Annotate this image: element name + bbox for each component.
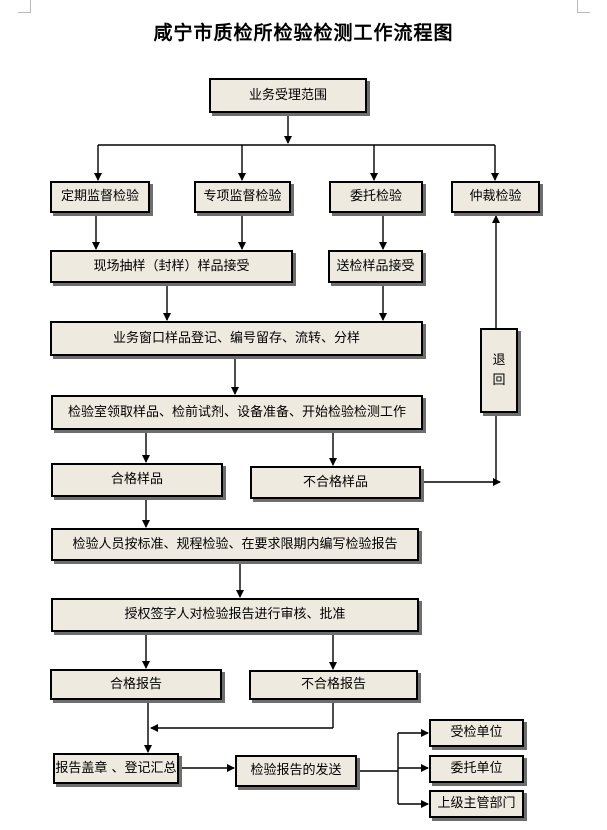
- page-corner-top-left: [18, 0, 31, 13]
- node-stamp-register: 报告盖章 、登记汇总: [53, 753, 179, 784]
- node-recipient-supervisor: 上级主管部门: [429, 790, 524, 818]
- node-scope: 业务受理范围: [209, 78, 367, 113]
- node-sample-registration: 业务窗口样品登记、编号留存、流转、分样: [50, 321, 423, 356]
- node-return: 退回: [480, 328, 518, 413]
- node-report-review: 授权签字人对检验报告进行审核、批准: [51, 598, 419, 632]
- node-arbitration-inspection: 仲裁检验: [451, 181, 540, 213]
- node-special-inspection: 专项监督检验: [194, 181, 291, 213]
- page-corner-top-right: [577, 0, 590, 13]
- node-lab-preparation: 检验室领取样品、检前试剂、设备准备、开始检验检测工作: [51, 395, 423, 430]
- node-report-dispatch: 检验报告的发送: [235, 755, 357, 787]
- node-periodic-inspection: 定期监督检验: [50, 181, 150, 213]
- diagram-title: 咸宁市质检所检验检测工作流程图: [153, 22, 454, 44]
- node-unqualified-report: 不合格报告: [249, 670, 418, 700]
- return-char-1: 退: [492, 352, 506, 368]
- node-onsite-sampling: 现场抽样（封样）样品接受: [50, 250, 293, 283]
- node-unqualified-sample: 不合格样品: [250, 466, 421, 499]
- node-inspection-report: 检验人员按标准、规程检验、在要求限期内编写检验报告: [51, 528, 419, 561]
- node-qualified-sample: 合格样品: [51, 463, 223, 497]
- return-char-2: 回: [492, 372, 506, 388]
- node-recipient-client-unit: 委托单位: [429, 755, 524, 783]
- node-delivered-samples: 送检样品接受: [328, 250, 423, 283]
- node-recipient-inspected-unit: 受检单位: [429, 719, 524, 747]
- node-entrusted-inspection: 委托检验: [329, 181, 423, 213]
- node-qualified-report: 合格报告: [50, 669, 222, 700]
